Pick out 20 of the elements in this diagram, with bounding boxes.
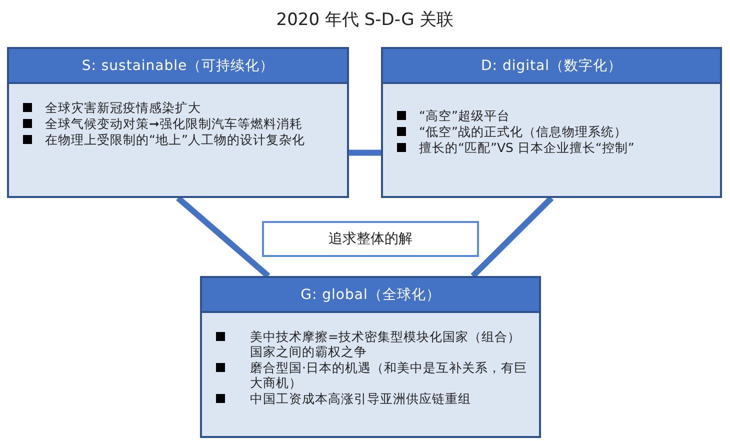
info-card <box>200 276 541 438</box>
connector-line <box>470 196 554 278</box>
bullet-item: 磨合型国·日本的机遇（和美中是互补关系，有巨大商机） <box>214 360 529 390</box>
info-card <box>381 47 722 198</box>
diagram-title: 2020 年代 S-D-G 关联 <box>275 9 455 31</box>
bullet-item: 在物理上受限制的“地上”人工物的设计复杂化 <box>21 132 337 147</box>
bullet-item: 全球灾害新冠疫情感染扩大 <box>21 100 337 115</box>
bullet-item: “低空”战的正式化（信息物理系统） <box>395 124 710 139</box>
bullet-item: 擅长的“匹配”VS 日本企业擅长“控制” <box>395 140 710 155</box>
connector-line <box>349 150 381 156</box>
info-card <box>7 47 349 198</box>
bullet-item: “高空”超级平台 <box>395 108 710 123</box>
bullet-item: 中国工资成本高涨引导亚洲供应链重组 <box>214 391 529 406</box>
bullet-item: 美中技术摩擦=技术密集型模块化国家（组合）国家之间的霸权之争 <box>214 329 529 359</box>
connector-line <box>176 196 270 278</box>
card-heading: D: digital（数字化） <box>383 49 720 84</box>
card-heading: G: global（全球化） <box>202 278 539 313</box>
card-heading: S: sustainable（可持续化） <box>9 49 347 84</box>
summary-box: 追求整体的解 <box>262 221 479 257</box>
bullet-item: 全球气候变动对策➞强化限制汽车等燃料消耗 <box>21 116 337 131</box>
